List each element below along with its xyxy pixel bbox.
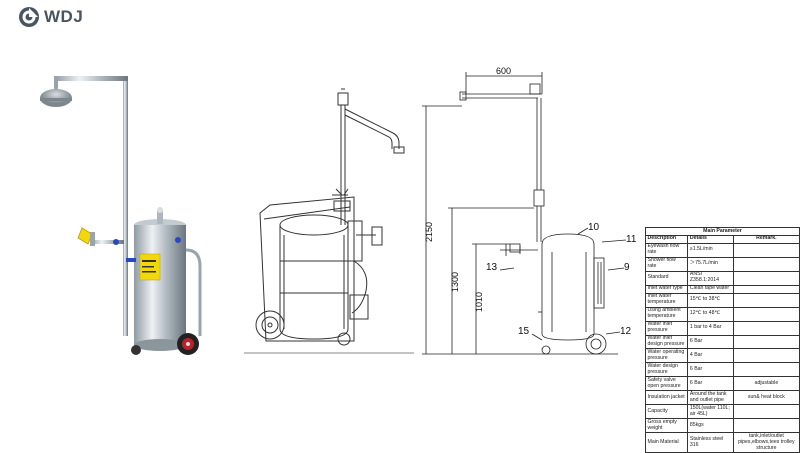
row-remark: adjustable — [732, 376, 800, 392]
wdj-logo-icon — [19, 7, 39, 27]
dim-top-label: 600 — [496, 66, 511, 76]
row-remark — [732, 242, 800, 258]
row-description: Shower flow rate — [644, 256, 689, 272]
row-remark — [732, 256, 800, 272]
row-remark — [732, 418, 800, 434]
row-remark — [732, 284, 800, 294]
row-description: Inlet water temperature — [644, 292, 689, 308]
callout-11: 11 — [626, 234, 637, 245]
row-details: ≥1.5L/min — [687, 242, 734, 258]
header-details: Details — [687, 234, 734, 244]
row-details: 150L(water 110L; air 45L) — [687, 404, 734, 420]
row-description: Water operating pressure — [644, 348, 689, 364]
row-remark — [732, 292, 800, 308]
row-description: Inlet water type — [644, 284, 689, 294]
row-description: Using ambient temperature — [644, 306, 689, 322]
row-description: Capacity — [644, 404, 689, 420]
callout-9: 9 — [624, 262, 630, 273]
callout-12: 12 — [620, 326, 632, 337]
row-details: ANSI Z358.1:2014 — [687, 270, 734, 286]
row-remark — [732, 334, 800, 350]
row-details: Around the tank and outlet pipe — [687, 390, 734, 406]
row-description: Water inlet pressure — [644, 320, 689, 336]
row-remark: sun& heat block — [732, 390, 800, 406]
brand-logo: WDJ — [18, 6, 83, 28]
row-remark: tank,inlet/outlet pipes,elbows,tees trol… — [732, 432, 800, 453]
row-details: 6 Bar — [687, 376, 734, 392]
row-remark — [732, 348, 800, 364]
row-description: Water inlet design pressure — [644, 334, 689, 350]
brand-name: WDJ — [44, 7, 84, 26]
row-details: 4 Bar — [687, 348, 734, 364]
parameter-table-body: Main Parameter Description Details Remar… — [644, 227, 800, 453]
row-details: 85kgs — [687, 418, 734, 434]
row-details: 6 Bar — [687, 334, 734, 350]
callout-15: 15 — [518, 326, 530, 337]
row-remark — [732, 306, 800, 322]
parameter-table: Main Parameter Description Details Remar… — [644, 227, 800, 453]
row-remark — [732, 404, 800, 420]
row-description: Main Material — [644, 432, 689, 453]
header-description: Description — [644, 234, 689, 244]
row-details: Stainless steel 316 — [687, 432, 734, 453]
dim-inlet-height: 1010 — [474, 292, 484, 312]
row-details: ＞75.7L/min — [687, 256, 734, 272]
table-row: Shower flow rate＞75.7L/min — [644, 256, 800, 272]
row-description: Water design pressure — [644, 362, 689, 378]
row-details: 1 bar to 4 Bar — [687, 320, 734, 336]
dim-mid-height: 1300 — [450, 272, 460, 292]
callout-13: 13 — [486, 262, 498, 273]
dim-overall-height: 2150 — [424, 222, 434, 242]
row-description: Safety valve open pressure — [644, 376, 689, 392]
table-row: Eyewash flow rate≥1.5L/min — [644, 242, 800, 258]
row-description: Gross empty weight — [644, 418, 689, 434]
product-photo — [40, 76, 202, 355]
row-description: Insulation jacket — [644, 390, 689, 406]
row-description: Eyewash flow rate — [644, 242, 689, 258]
row-remark — [732, 270, 800, 286]
row-details: 15℃ to 38℃ — [687, 292, 734, 308]
row-remark — [732, 320, 800, 336]
table-title: Main Parameter — [645, 227, 800, 236]
row-description: Standard — [644, 270, 689, 286]
product-sketch — [244, 88, 414, 354]
row-details: 6 Bar — [687, 362, 734, 378]
callout-10: 10 — [588, 222, 600, 233]
header-remark: Remark. — [732, 234, 800, 244]
row-details: Clean tape water — [687, 284, 734, 294]
row-details: 12℃ to 48℃ — [687, 306, 734, 322]
dimension-drawing: 600 2150 1300 1010 10 11 13 9 15 12 — [422, 66, 637, 355]
row-remark — [732, 362, 800, 378]
